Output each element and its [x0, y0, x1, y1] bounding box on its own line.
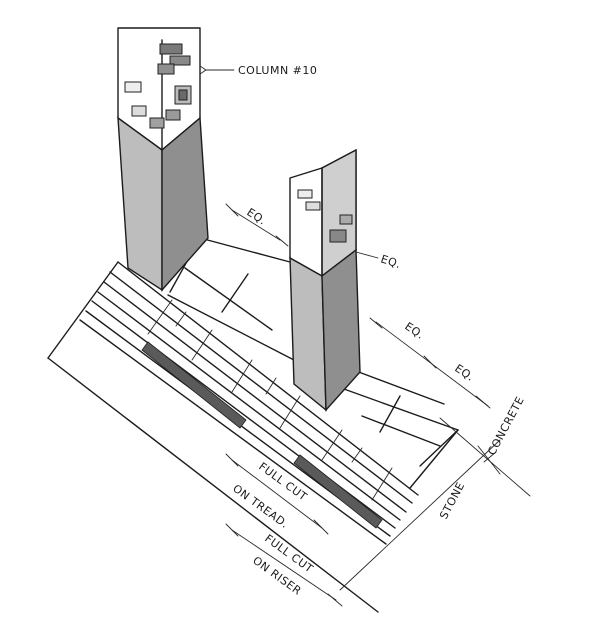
- riser-hatch-left: [141, 341, 247, 429]
- dimension-full-cut-tread: [225, 453, 329, 535]
- label-eq-column: EQ.: [379, 252, 403, 271]
- dimension-concrete-stone: [339, 417, 531, 591]
- column-10: [117, 27, 235, 292]
- dimension-eq-column: [355, 251, 379, 259]
- paver-grid: [167, 237, 459, 489]
- dimension-full-cut-riser: [225, 523, 343, 607]
- label-concrete: CONCRETE: [485, 394, 527, 457]
- label-stone: STONE: [437, 480, 467, 521]
- dimension-eq-top: [225, 203, 289, 247]
- column-right: [289, 148, 361, 412]
- label-eq-right-2: EQ.: [452, 362, 476, 384]
- dimension-eq-right: [369, 317, 491, 409]
- riser-hatch-right: [293, 454, 383, 529]
- label-column-10: COLUMN #10: [238, 64, 317, 77]
- label-full-cut-tread-2: ON TREAD.: [230, 482, 291, 531]
- label-eq-right-1: EQ.: [402, 320, 426, 342]
- stone-steps: [47, 261, 419, 613]
- label-eq-top: EQ.: [244, 206, 268, 228]
